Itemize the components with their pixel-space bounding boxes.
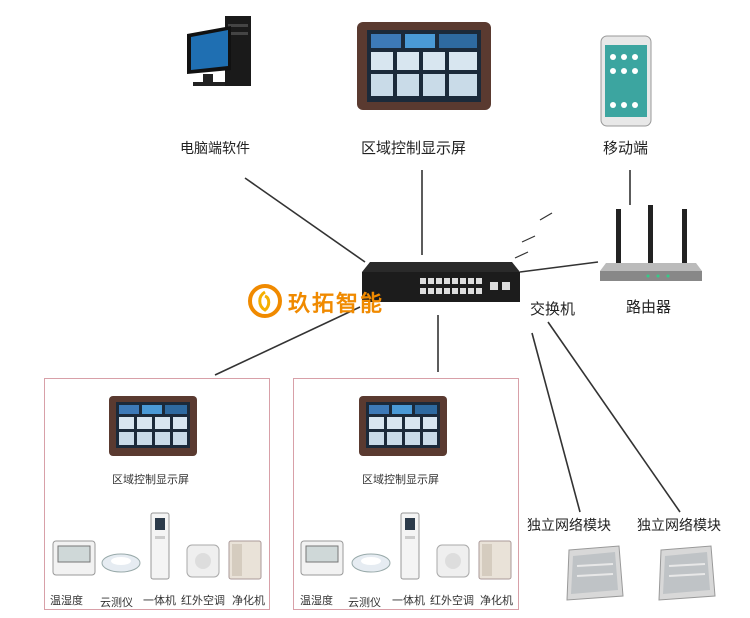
mobile-label: 移动端 — [603, 139, 649, 157]
zone-1-device-label: 净化机 — [232, 594, 265, 607]
zone-1-panel-label: 区域控制显示屏 — [112, 473, 189, 486]
pc-label: 电脑端软件 — [180, 141, 250, 157]
zone-1-panel — [108, 395, 198, 457]
thermo-hygrometer-icon — [300, 540, 344, 576]
zone-2-all-in-one — [400, 512, 420, 580]
thermo-hygrometer-icon — [52, 540, 96, 576]
air-purifier-icon — [228, 540, 262, 580]
smartphone-icon — [600, 35, 652, 127]
zone-2-device-label: 云测仪 — [348, 596, 381, 609]
zone-2-device-label: 净化机 — [480, 594, 513, 607]
router-label: 路由器 — [626, 298, 672, 316]
brand-logo: 玖拓智能 — [248, 284, 418, 318]
zone-1-thermo-hygrometer — [52, 540, 96, 576]
module-1-device — [563, 542, 625, 604]
touch-panel-icon — [357, 22, 491, 110]
zone-2-thermo-hygrometer — [300, 540, 344, 576]
zone-2-ir-ac — [436, 544, 470, 578]
network-switch — [360, 258, 520, 310]
zone-1-device-label: 红外空调 — [181, 594, 225, 607]
touch-panel-icon — [359, 396, 447, 456]
ceiling-sensor-icon — [351, 553, 391, 573]
switch-label: 交换机 — [530, 300, 576, 318]
all-in-one-unit-icon — [150, 512, 170, 580]
ceiling-sensor-icon — [101, 553, 141, 573]
module-2-device — [655, 542, 717, 604]
zone-1-device-label: 温湿度 — [50, 594, 83, 607]
zone-2-device-label: 一体机 — [392, 594, 425, 607]
network-switch-icon — [362, 262, 520, 302]
wireless-router-icon — [600, 205, 702, 281]
network-module-icon — [658, 545, 716, 601]
zone-2-panel-label: 区域控制显示屏 — [362, 473, 439, 486]
all-in-one-unit-icon — [400, 512, 420, 580]
touch-panel-icon — [109, 396, 197, 456]
pc-device — [183, 12, 273, 92]
zone-1-cloud-sensor — [100, 548, 142, 574]
control-panel-device — [355, 20, 493, 112]
router-device — [598, 205, 704, 283]
zone-2-device-label: 温湿度 — [300, 594, 333, 607]
zone-1-device-label: 一体机 — [143, 594, 176, 607]
zone-2-cloud-sensor — [350, 548, 392, 574]
ir-ac-controller-icon — [186, 544, 220, 578]
module-1-label: 独立网络模块 — [527, 518, 611, 534]
zone-2-device-label: 红外空调 — [430, 594, 474, 607]
desktop-computer-icon — [187, 16, 251, 86]
network-module-icon — [566, 545, 624, 601]
mobile-device — [600, 35, 652, 127]
brand-name: 玖拓智能 — [288, 292, 385, 317]
zone-1-purifier — [228, 540, 262, 580]
zone-1-device-label: 云测仪 — [100, 596, 133, 609]
zone-2-purifier — [478, 540, 512, 580]
zone-2-panel — [358, 395, 448, 457]
ir-ac-controller-icon — [436, 544, 470, 578]
brand-logo-icon — [248, 284, 282, 318]
module-2-label: 独立网络模块 — [637, 518, 721, 534]
air-purifier-icon — [478, 540, 512, 580]
panel-label: 区域控制显示屏 — [361, 139, 467, 157]
zone-1-all-in-one — [150, 512, 170, 580]
zone-1-ir-ac — [186, 544, 220, 578]
